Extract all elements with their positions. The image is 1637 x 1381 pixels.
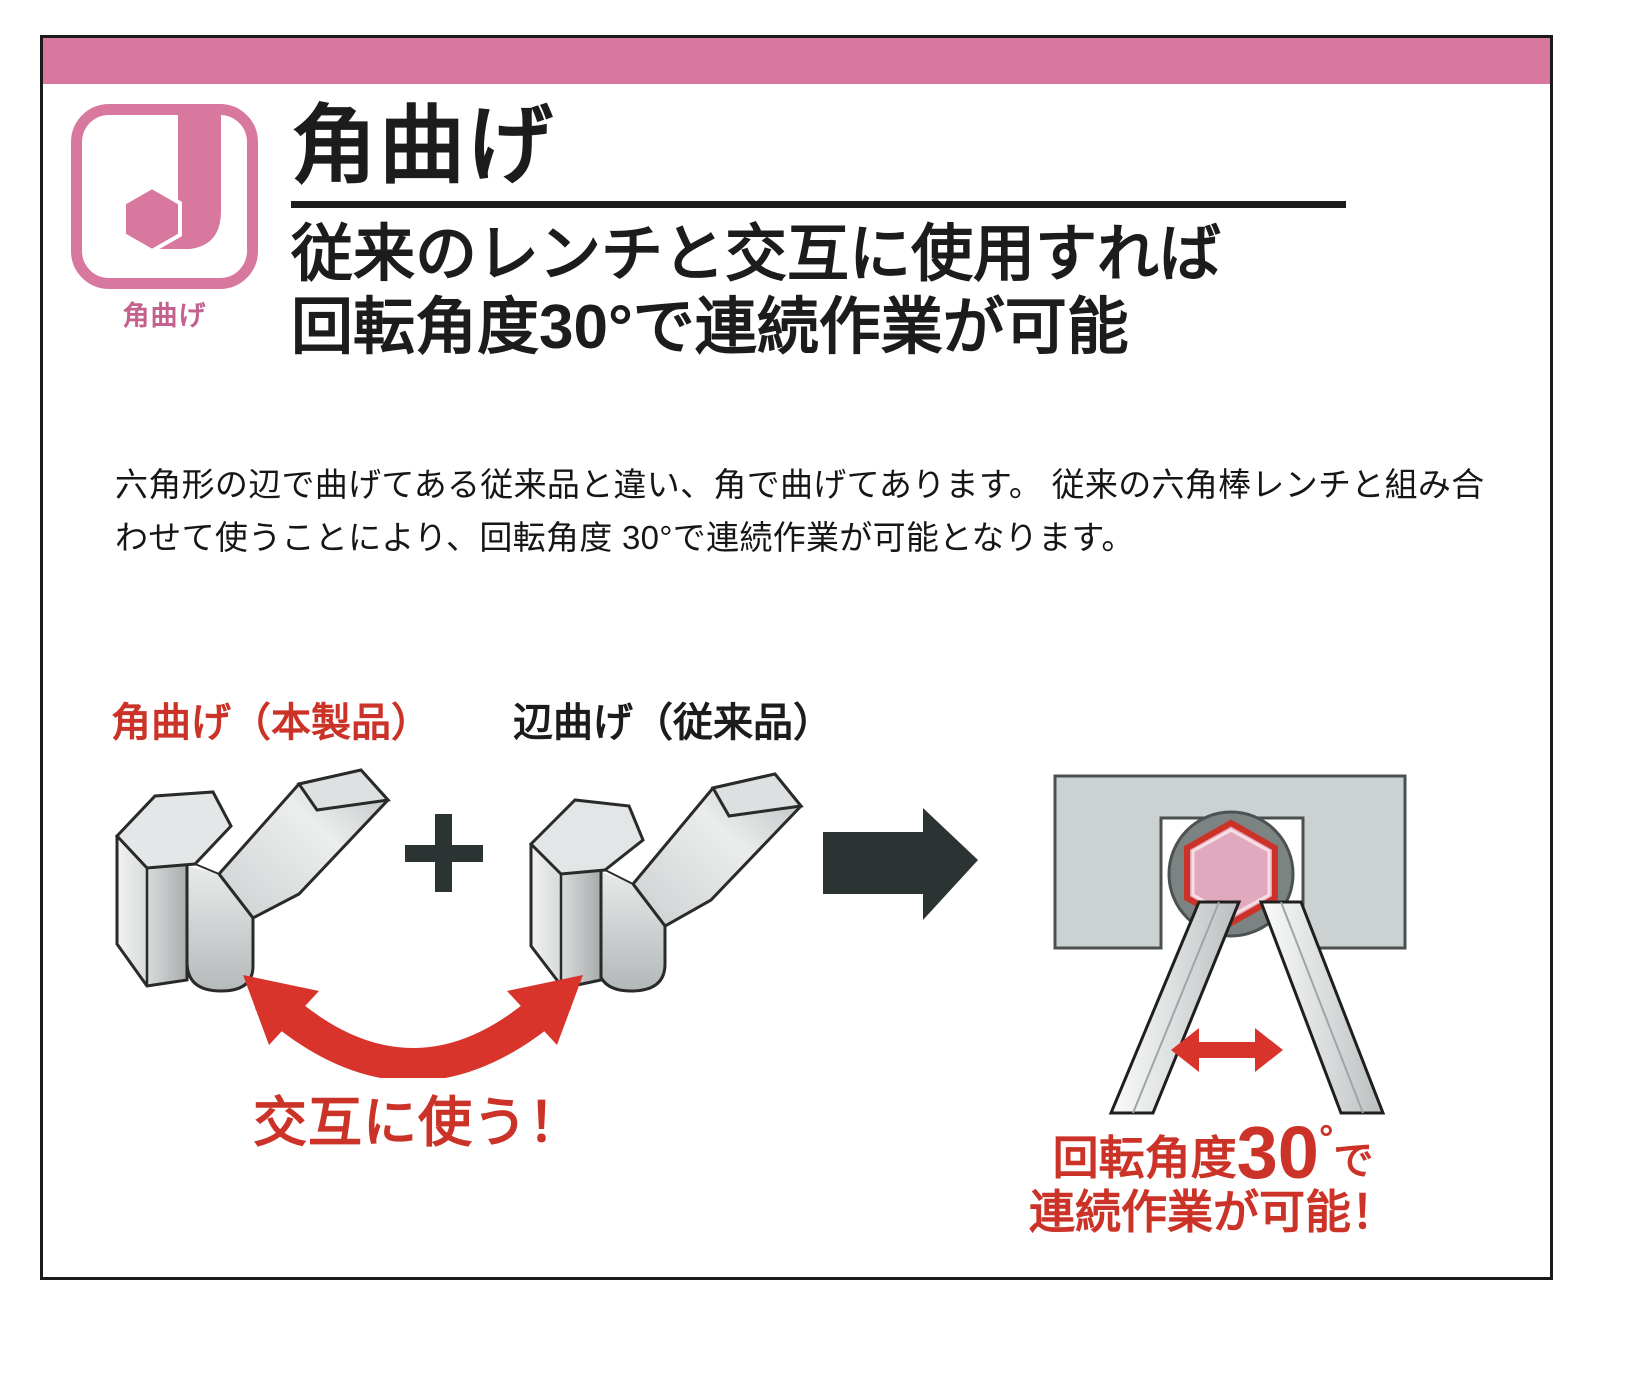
alternate-use-caption: 交互に使う！: [253, 1093, 583, 1153]
label-old-product: 辺曲げ（従来品）: [513, 701, 833, 745]
plus-icon: [405, 814, 483, 892]
headline-subtitle-line1: 従来のレンチと交互に使用すれば: [291, 219, 1222, 289]
page-title: 角曲げ: [291, 98, 555, 194]
alternate-use-curved-arrow: [243, 975, 583, 1078]
product-logo-badge: 角曲げ: [71, 104, 258, 331]
content-frame: 角曲げ 角曲げ 従来のレンチと交互に使用すれば 回転角度30°で連続作業が可能 …: [40, 35, 1553, 1280]
body-description: 六角形の辺で曲げてある従来品と違い、角で曲げてあります。 従来の六角棒レンチと組…: [115, 458, 1515, 565]
result-caption: 回転角度30°で 連続作業が可能！: [1003, 1116, 1423, 1238]
bent-hex-wrench-icon: [122, 115, 221, 254]
result-caption-line2: 連続作業が可能！: [1029, 1185, 1397, 1238]
result-number: 30: [1236, 1111, 1319, 1194]
result-degree-symbol: °: [1318, 1117, 1334, 1158]
header-pink-bar: [43, 38, 1550, 84]
edge-bent-wrench-illustration: [528, 772, 804, 993]
corner-bent-wrench-illustration: [114, 768, 392, 993]
bolt-socket-illustration: [1053, 774, 1407, 1115]
logo-caption: 角曲げ: [122, 301, 207, 331]
right-arrow-icon: [823, 808, 978, 920]
title-divider: [291, 200, 1346, 208]
label-new-product: 角曲げ（本製品）: [111, 701, 431, 745]
headline-subtitle-line2: 回転角度30°で連続作業が可能: [291, 292, 1129, 362]
result-prefix: 回転角度: [1052, 1132, 1237, 1184]
body-paragraph: 六角形の辺で曲げてある従来品と違い、角で曲げてあります。 従来の六角棒レンチと組…: [115, 466, 1485, 557]
illustration-area: 角曲げ（本製品） 辺曲げ（従来品）: [43, 628, 1550, 1283]
headline-block: 角曲げ 従来のレンチと交互に使用すれば 回転角度30°で連続作業が可能: [291, 98, 1391, 364]
result-suffix: で: [1333, 1139, 1374, 1183]
result-caption-line1: 回転角度30°で: [1003, 1116, 1423, 1190]
logo-rounded-square: [71, 104, 258, 289]
